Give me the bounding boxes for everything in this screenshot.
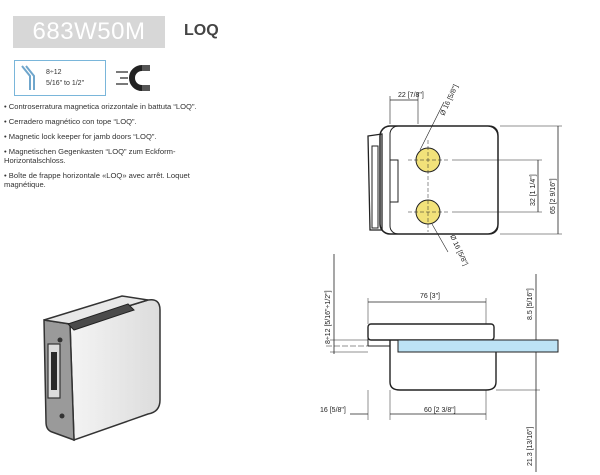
description-list: • Controserratura magnetica orizzontale …: [4, 102, 214, 195]
series-name: LOQ: [184, 22, 219, 39]
glass-range-mm: 8÷12: [46, 69, 62, 76]
dim-left-offset: 16 [5/8"]: [320, 407, 346, 414]
dim-hole-top: Ø 16 [5/8"]: [439, 84, 459, 117]
dim-width: 76 [3"]: [420, 293, 440, 300]
dim-bottom-thickness: 21.3 [13/16"]: [527, 426, 534, 466]
description-es: • Cerradero magnético con tope “LOQ”.: [4, 117, 137, 126]
dim-top-offset: 22 [7/8"]: [398, 92, 424, 99]
dim-depth: 60 [2 3/8"]: [424, 407, 456, 414]
description-de: • Magnetischen Gegenkasten “LOQ” zum Eck…: [4, 147, 176, 165]
top-view-drawing: 76 [3"] 8÷12 [5/16"÷1/2"] 8.5 [5/16"] 16…: [320, 254, 559, 472]
dim-top-thickness: 8.5 [5/16"]: [527, 288, 534, 320]
glass-angle-icon: [21, 65, 35, 90]
product-code: 683W50M: [32, 18, 146, 45]
glass-range-in: 5/16" to 1/2": [46, 80, 85, 87]
description-en: • Magnetic lock keeper for jamb doors “L…: [4, 132, 157, 141]
dim-hole-spacing: 32 [1 1/4"]: [530, 174, 537, 206]
dim-height: 65 [2 9/16"]: [550, 178, 557, 214]
product-illustration: [43, 295, 161, 442]
product-code-box: [13, 16, 165, 48]
dim-glass-thickness: 8÷12 [5/16"÷1/2"]: [325, 290, 332, 344]
description-it: • Controserratura magnetica orizzontale …: [4, 102, 197, 111]
spec-box: [14, 60, 106, 96]
magnet-icon: [116, 65, 150, 91]
front-view-drawing: 22 [7/8"] Ø 16 [5/8"] Ø 16 [5/8"] 32 [1 …: [367, 84, 562, 267]
description-fr: • Boîte de frappe horizontale «LOQ» avec…: [4, 171, 190, 189]
